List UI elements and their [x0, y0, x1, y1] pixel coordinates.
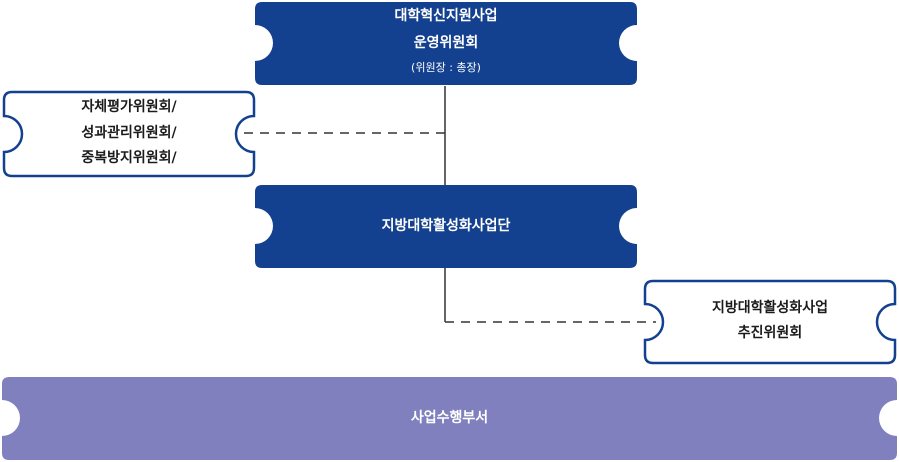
top-committee-title-2: 운영위원회 [413, 35, 479, 51]
execution-dept-label: 사업수행부서 [410, 410, 489, 426]
promotion-committee-line-1: 지방대학활성화사업 [712, 300, 828, 316]
left-committee-line-1: 자체평가위원회/ [81, 99, 177, 115]
top-committee-title-1: 대학혁신지원사업 [394, 8, 498, 24]
top-committee-box [255, 2, 637, 85]
project-group-box [255, 185, 637, 268]
top-committee-chair-note: (위원장 : 총장) [411, 61, 481, 74]
project-group-label: 지방대학활성화사업단 [381, 218, 511, 234]
execution-dept-box [2, 377, 897, 460]
promotion-committee-box [643, 279, 897, 365]
left-committee-box [2, 90, 256, 178]
left-committee-line-3: 중복방지위원회/ [81, 150, 177, 166]
left-committee-line-2: 성과관리위원회/ [81, 125, 177, 141]
promotion-committee-line-2: 추진위원회 [737, 325, 803, 341]
